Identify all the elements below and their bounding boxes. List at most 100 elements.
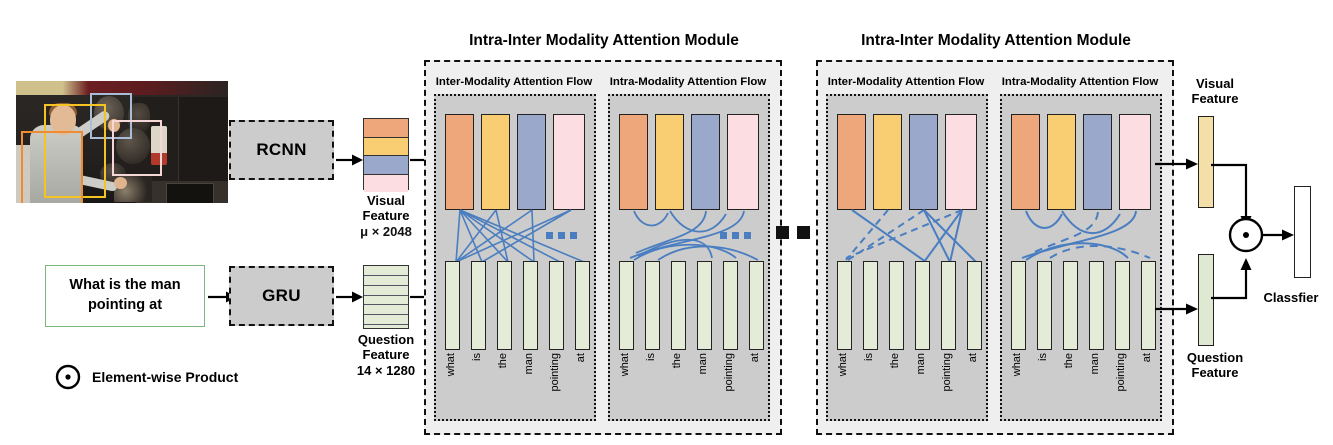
visual-token-bar [691, 114, 720, 210]
word-label: pointing [549, 353, 561, 392]
word-label: the [1063, 353, 1075, 369]
word-label: pointing [941, 353, 953, 392]
word-token-bar [915, 261, 930, 350]
inner-ellipsis-dot [720, 232, 727, 239]
out-question-line2: Feature [1191, 365, 1239, 381]
visual-token-bar [1083, 114, 1112, 210]
word-token-bar [837, 261, 852, 350]
word-label: what [445, 353, 457, 377]
classifier-bar [1294, 186, 1311, 278]
visual-feature-line1: Visual [366, 193, 406, 208]
out-visual-line1: Visual [1195, 76, 1235, 91]
arrow-product-to-classifier [1262, 229, 1294, 241]
word-token-bar [497, 261, 512, 350]
word-label: at [967, 353, 979, 363]
visual-token-bar [553, 114, 585, 210]
word-token-bar [671, 261, 686, 350]
visual-token-bar [481, 114, 510, 210]
question-feature-stack [363, 265, 409, 329]
module-2-intra-flow-title: Intra-Modality Attention Flow [1001, 76, 1159, 88]
word-label: man [697, 353, 709, 375]
word-token-bar [1089, 261, 1104, 350]
word-label: man [915, 353, 927, 375]
word-label: what [1011, 353, 1023, 377]
word-label: what [837, 353, 849, 377]
word-token-bar [471, 261, 486, 350]
module-1-intra-flow-title: Intra-Modality Attention Flow [609, 76, 767, 88]
module-1-inter-flow-title: Inter-Modality Attention Flow [435, 76, 593, 88]
visual-feature-dims: μ × 2048 [360, 223, 412, 239]
arrow-gru-to-question-feature [336, 291, 363, 303]
word-token-bar [445, 261, 460, 350]
visual-token-bar [873, 114, 902, 210]
visual-feature-stack [363, 118, 409, 192]
module-2-inter-flow-title: Inter-Modality Attention Flow [827, 76, 985, 88]
module-ellipsis-dot [776, 226, 789, 239]
inter-modality-attention-lines [845, 209, 977, 263]
word-token-bar [619, 261, 634, 350]
output-visual-feature-caption: Visual Feature [1172, 76, 1258, 107]
classifier-label: Classfier [1263, 290, 1319, 305]
out-question-line1: Question [1186, 350, 1244, 365]
visual-token-bar [1011, 114, 1040, 210]
word-label: is [863, 353, 875, 361]
inter-modality-attention-lines [455, 209, 585, 263]
word-label: pointing [1115, 353, 1127, 392]
word-label: man [1089, 353, 1101, 375]
visual-token-bar [909, 114, 938, 210]
visual-feature-line2: Feature [362, 208, 410, 224]
visual-token-bar [619, 114, 648, 210]
word-label: the [497, 353, 509, 369]
question-feature-dims: 14 × 1280 [356, 362, 416, 378]
bbox-orange [21, 131, 83, 203]
word-label: man [523, 353, 535, 375]
visual-token-bar [727, 114, 759, 210]
input-image [16, 81, 228, 203]
word-label: the [671, 353, 683, 369]
word-token-bar [1037, 261, 1052, 350]
word-label: at [575, 353, 587, 363]
visual-token-bar [517, 114, 546, 210]
element-wise-product-label: Element-wise Product [92, 369, 239, 385]
visual-token-bar [1047, 114, 1076, 210]
arrow-rcnn-to-visual-feature [336, 154, 363, 166]
module-1-title: Intra-Inter Modality Attention Module [469, 32, 739, 49]
question-input-box[interactable]: What is the man pointing at [45, 265, 205, 327]
word-token-bar [549, 261, 564, 350]
word-token-bar [645, 261, 660, 350]
word-label: pointing [723, 353, 735, 392]
question-text: What is the man pointing at [69, 277, 181, 313]
bbox-blue [90, 93, 132, 139]
visual-token-bar [945, 114, 977, 210]
word-label: is [645, 353, 657, 361]
word-label: is [471, 353, 483, 361]
word-token-bar [967, 261, 982, 350]
word-label: the [889, 353, 901, 369]
inner-ellipsis-dot [744, 232, 751, 239]
word-label: at [749, 353, 761, 363]
word-token-bar [1063, 261, 1078, 350]
inner-ellipsis-dot [558, 232, 565, 239]
module-2-title: Intra-Inter Modality Attention Module [861, 32, 1131, 49]
module-ellipsis-dot [797, 226, 810, 239]
word-token-bar [1141, 261, 1156, 350]
gru-box: GRU [229, 266, 334, 326]
output-question-feature-bar [1198, 254, 1214, 346]
word-token-bar [749, 261, 764, 350]
word-token-bar [1115, 261, 1130, 350]
word-token-bar [575, 261, 590, 350]
visual-token-bar [837, 114, 866, 210]
bbox-pink [112, 120, 162, 176]
visual-token-bar [445, 114, 474, 210]
visual-token-bar [1119, 114, 1151, 210]
arrow-module-to-question-feature [1155, 303, 1198, 315]
word-label: what [619, 353, 631, 377]
intra-modality-attention-arcs [1021, 210, 1151, 261]
output-visual-feature-bar [1198, 116, 1214, 208]
gru-label: GRU [262, 286, 301, 305]
element-wise-product-icon [55, 364, 81, 390]
word-label: at [1141, 353, 1153, 363]
word-token-bar [723, 261, 738, 350]
visual-feature-caption: Visual Feature μ × 2048 [348, 193, 424, 239]
word-token-bar [1011, 261, 1026, 350]
